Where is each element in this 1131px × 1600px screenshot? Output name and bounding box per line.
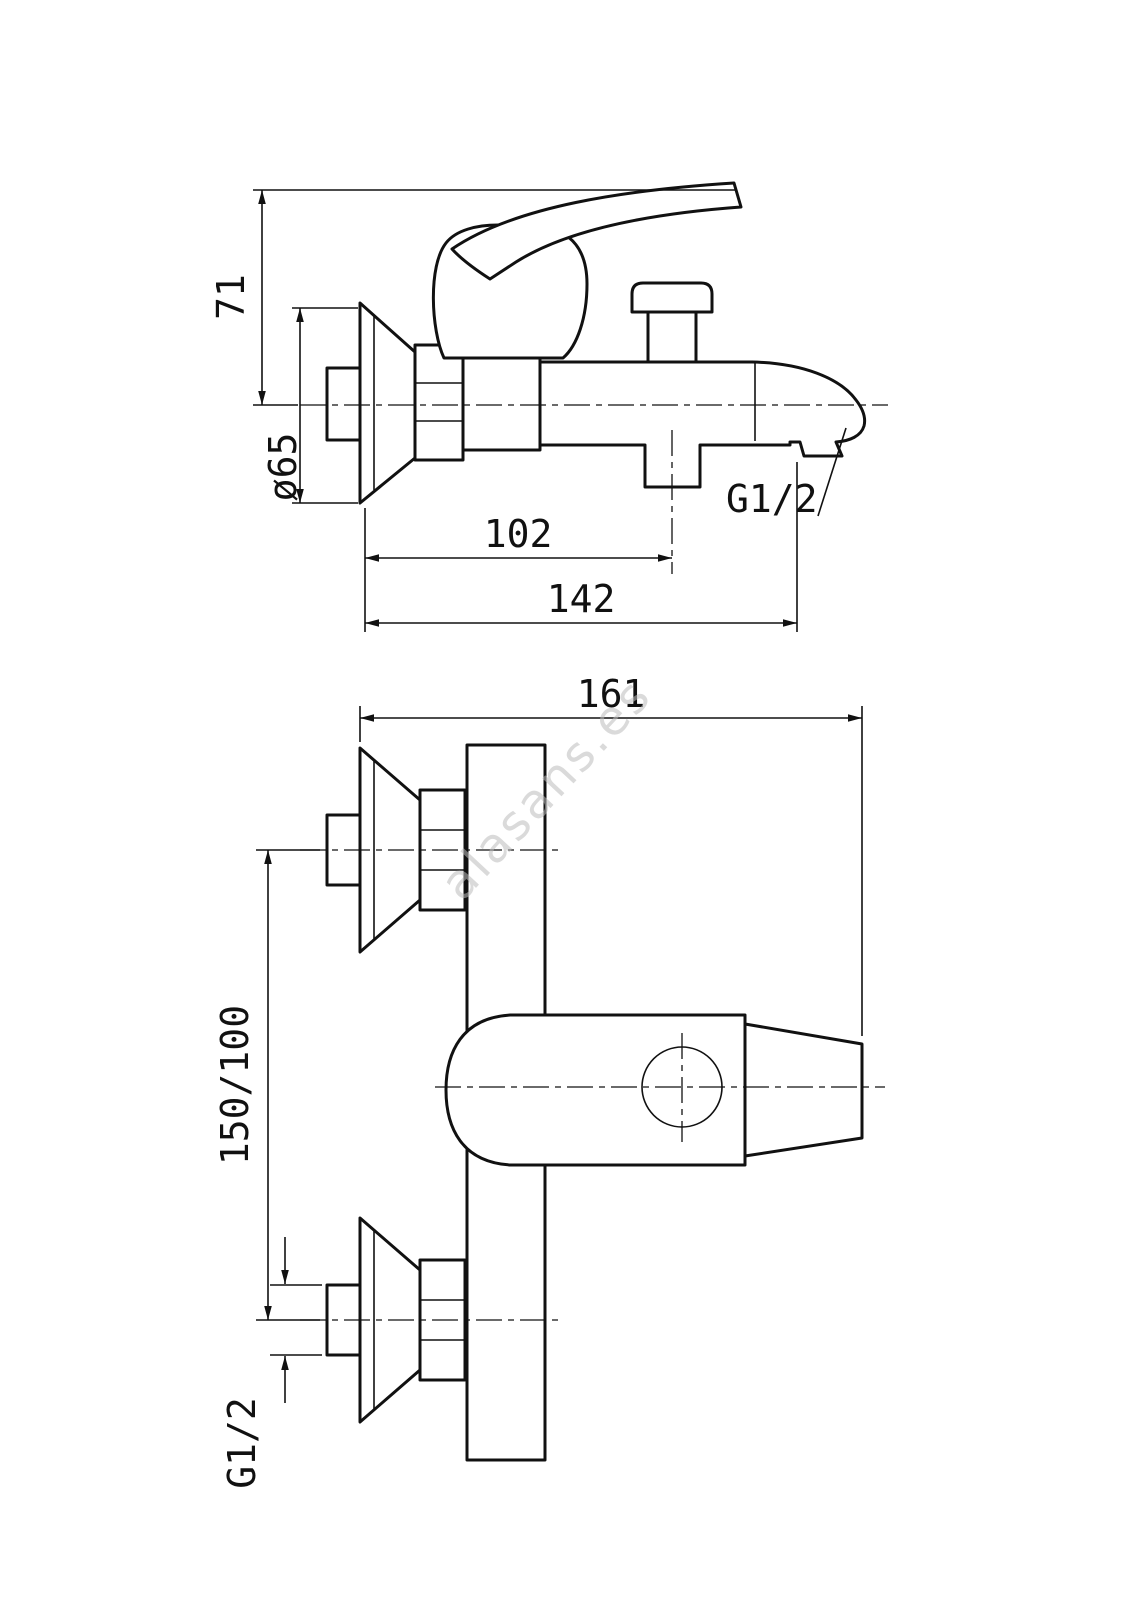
front-view: 161 150/100 G1/2 (213, 672, 885, 1489)
dim-65-label: ø65 (261, 433, 305, 502)
front-bottom-hex-flats (420, 1299, 465, 1341)
side-body-block (461, 356, 542, 452)
side-lever-handle (450, 181, 743, 281)
dim-connection-thread: G1/2 (220, 1237, 322, 1489)
front-top-hex-nut (418, 788, 467, 912)
dim-overall-width: 161 (359, 672, 863, 1036)
dim-handle-height: 71 (209, 189, 737, 406)
front-top-hex-flats (420, 829, 465, 871)
side-diverter-stem (646, 310, 698, 364)
dim-escutcheon-diameter: ø65 (261, 307, 358, 504)
side-hex-nut-flats (415, 382, 463, 422)
side-diverter-cap (630, 281, 714, 314)
side-hex-nut (413, 343, 465, 462)
spout-thread-leader-line (817, 427, 847, 517)
dim-102-label: 102 (484, 512, 553, 556)
dim-spout-reach: 142 (365, 462, 798, 632)
front-mixer-body (444, 1013, 747, 1167)
callout-spout-thread: G1/2 (726, 427, 847, 521)
dim-71-label: 71 (209, 274, 253, 320)
dim-mounting-centers: 150/100 (213, 849, 320, 1321)
side-view: 71 ø65 102 142 G1/2 (209, 181, 888, 632)
dim-150-label: 150/100 (213, 1005, 257, 1165)
dim-g12-label: G1/2 (220, 1397, 264, 1489)
side-inlet-pipe (325, 366, 362, 442)
dim-161-label: 161 (577, 672, 646, 716)
side-wall-escutcheon (358, 301, 417, 505)
dim-142-label: 142 (547, 577, 616, 621)
side-spout-body (538, 360, 867, 489)
front-bottom-hex-nut (418, 1258, 467, 1382)
dim-shower-outlet-offset: 102 (364, 508, 672, 632)
front-lever-handle (743, 1022, 864, 1158)
spout-thread-label: G1/2 (726, 477, 818, 521)
